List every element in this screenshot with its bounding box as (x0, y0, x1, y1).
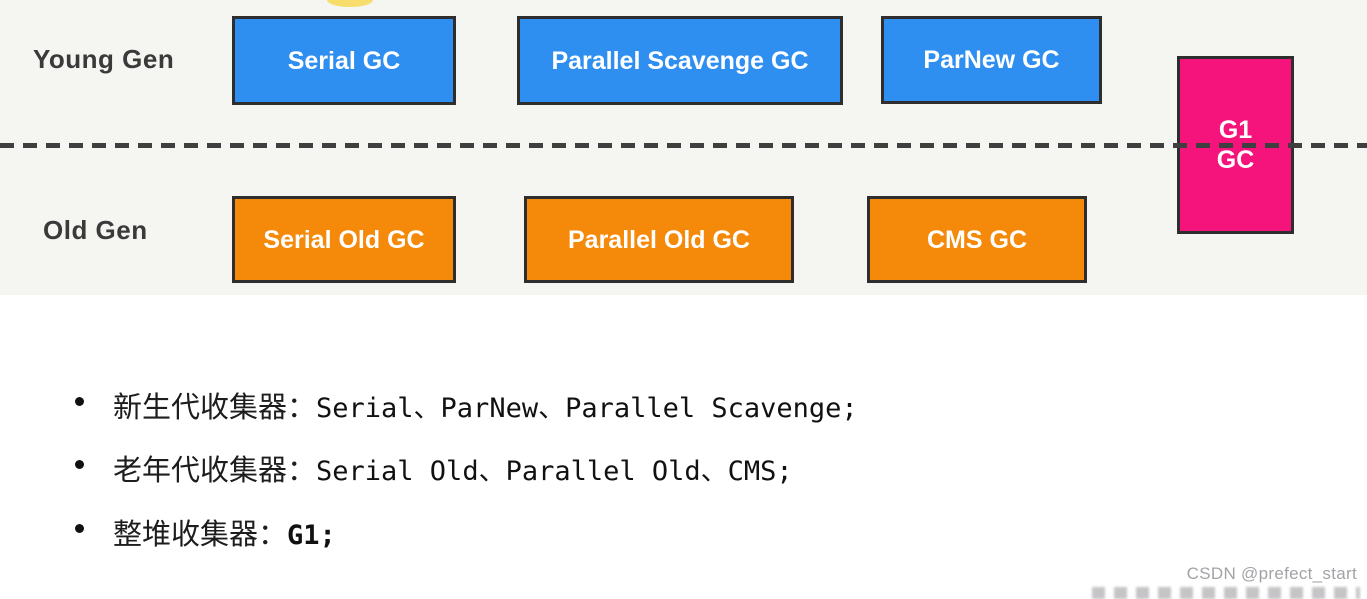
g1-gc-box-line1: G1 (1218, 116, 1253, 144)
parnew-gc-box: ParNew GC (881, 16, 1102, 104)
highlight-smudge (327, 0, 373, 7)
serial-gc-box: Serial GC (232, 16, 456, 105)
g1-gc-box-line2: GC (1216, 146, 1255, 174)
young-gen-label: Young Gen (33, 44, 175, 74)
bullet-whole-heap-value: G1; (287, 520, 336, 551)
cms-gc-box: CMS GC (867, 196, 1087, 283)
old-gen-label: Old Gen (43, 215, 148, 245)
bullet-old-gen-label: 老年代收集器： (113, 453, 317, 487)
bullet-young-gen-value: Serial、ParNew、Parallel Scavenge; (316, 393, 858, 424)
parallel-old-gc-box: Parallel Old GC (524, 196, 794, 283)
bullet-dot (75, 460, 84, 469)
bullet-old-gen-value: Serial Old、Parallel Old、CMS; (316, 456, 793, 487)
bullet-dot (75, 524, 84, 533)
bullet-whole-heap-label: 整堆收集器： (113, 517, 288, 551)
parallel-scavenge-gc-box: Parallel Scavenge GC (517, 16, 843, 105)
bullet-dot (75, 397, 84, 406)
serial-old-gc-box: Serial Old GC (232, 196, 456, 283)
clipped-watermark-remnant (1092, 587, 1360, 599)
bullet-young-gen-label: 新生代收集器： (113, 390, 317, 424)
csdn-watermark: CSDN @prefect_start (1186, 564, 1357, 583)
generation-divider-dashed-line (0, 143, 1367, 148)
gc-generations-diagram: Young Gen Old Gen Serial GC Parallel Sca… (0, 0, 1367, 295)
